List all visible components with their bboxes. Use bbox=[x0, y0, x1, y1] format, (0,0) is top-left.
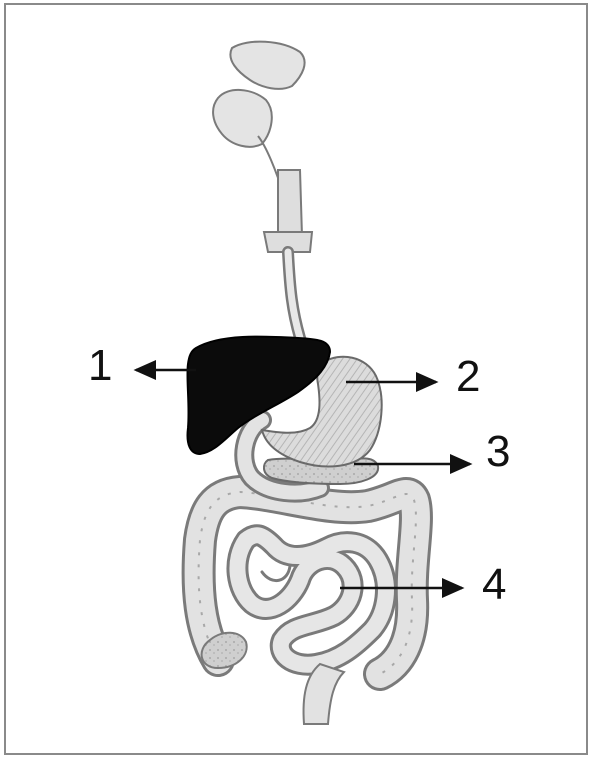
label-3: 3 bbox=[486, 430, 510, 474]
label-1: 1 bbox=[88, 344, 112, 388]
pharynx bbox=[264, 170, 312, 252]
small-intestine bbox=[237, 535, 386, 664]
label-2: 2 bbox=[456, 355, 480, 399]
label-4: 4 bbox=[482, 563, 506, 607]
